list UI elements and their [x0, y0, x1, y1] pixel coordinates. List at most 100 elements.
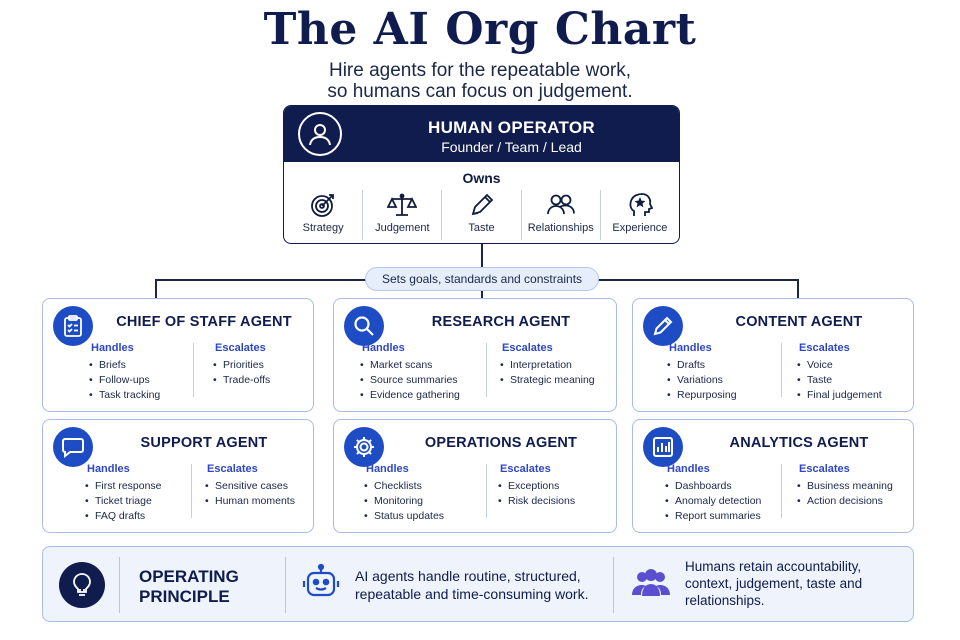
agent-name: OPERATIONS AGENT	[424, 435, 578, 451]
handles-column: Handles Market scans Source summaries Ev…	[358, 342, 460, 403]
agent-name: ANALYTICS AGENT	[729, 435, 869, 451]
list-item: Anomaly detection	[663, 494, 761, 509]
column-divider	[781, 464, 782, 518]
subtitle-line-1: Hire agents for the repeatable work,	[328, 60, 632, 81]
magnifier-icon	[344, 306, 384, 346]
owns-item-label: Taste	[468, 222, 495, 234]
owns-item-judgement: Judgement	[363, 190, 443, 240]
principle-divider	[613, 557, 614, 613]
owns-item-label: Experience	[612, 222, 668, 234]
list-item: First response	[83, 479, 162, 494]
list-item: Ticket triage	[83, 494, 162, 509]
list-item: Monitoring	[362, 494, 444, 509]
principle-title-line-1: OPERATING	[139, 567, 239, 586]
escalates-column: Escalates Voice Taste Final judgement	[795, 342, 882, 403]
handles-label: Handles	[87, 463, 130, 475]
list-item: Strategic meaning	[498, 373, 595, 388]
principle-humans-text: Humans retain accountability, context, j…	[685, 559, 863, 608]
escalates-label: Escalates	[799, 342, 850, 354]
list-item: Repurposing	[665, 388, 737, 403]
escalates-label: Escalates	[215, 342, 266, 354]
owns-list: Strategy Judgement Taste	[284, 190, 679, 240]
list-item: Source summaries	[358, 373, 460, 388]
agent-card-operations: OPERATIONS AGENT Handles Checklists Moni…	[333, 419, 617, 533]
list-item: Exceptions	[496, 479, 575, 494]
escalates-column: Escalates Sensitive cases Human moments	[203, 463, 295, 509]
robot-icon	[301, 563, 341, 608]
handles-label: Handles	[362, 342, 405, 354]
user-icon	[298, 112, 342, 156]
head-star-icon	[601, 190, 679, 220]
human-operator-card: HUMAN OPERATOR Founder / Team / Lead Own…	[283, 105, 680, 244]
list-item: Voice	[795, 358, 882, 373]
group-icon	[631, 567, 671, 604]
list-item: Follow-ups	[87, 373, 160, 388]
agent-card-chief-of-staff: CHIEF OF STAFF AGENT Handles Briefs Foll…	[42, 298, 314, 412]
owns-item-strategy: Strategy	[284, 190, 364, 240]
list-item: Drafts	[665, 358, 737, 373]
list-item: Task tracking	[87, 388, 160, 403]
list-item: FAQ drafts	[83, 509, 162, 524]
escalates-label: Escalates	[502, 342, 553, 354]
agent-name: CONTENT AGENT	[735, 314, 863, 330]
agent-card-research: RESEARCH AGENT Handles Market scans Sour…	[333, 298, 617, 412]
owns-item-label: Relationships	[527, 222, 594, 234]
owns-item-relationships: Relationships	[522, 190, 601, 240]
pencil-icon	[643, 306, 683, 346]
clipboard-icon	[53, 306, 93, 346]
list-item: Action decisions	[795, 494, 893, 509]
list-item: Variations	[665, 373, 737, 388]
subtitle-line-2: so humans can focus on judgement.	[327, 81, 633, 102]
pen-icon	[442, 190, 520, 220]
list-item: Priorities	[211, 358, 270, 373]
escalates-label: Escalates	[500, 463, 551, 475]
agent-card-content: CONTENT AGENT Handles Drafts Variations …	[632, 298, 914, 412]
principle-divider	[119, 557, 120, 613]
page-title: The AI Org Chart	[263, 4, 697, 55]
handles-column: Handles Checklists Monitoring Status upd…	[362, 463, 444, 524]
principle-title: OPERATING PRINCIPLE	[139, 567, 239, 607]
scales-icon	[363, 190, 441, 220]
connector-label: Sets goals, standards and constraints	[365, 267, 599, 291]
human-operator-title: HUMAN OPERATOR	[428, 118, 595, 137]
escalates-label: Escalates	[799, 463, 850, 475]
handles-column: Handles Drafts Variations Repurposing	[665, 342, 737, 403]
list-item: Market scans	[358, 358, 460, 373]
agent-card-analytics: ANALYTICS AGENT Handles Dashboards Anoma…	[632, 419, 914, 533]
owns-label: Owns	[462, 170, 501, 186]
gear-icon	[344, 427, 384, 467]
list-item: Taste	[795, 373, 882, 388]
human-operator-header: HUMAN OPERATOR Founder / Team / Lead	[284, 106, 679, 162]
owns-item-experience: Experience	[601, 190, 679, 240]
escalates-column: Escalates Priorities Trade-offs	[211, 342, 270, 388]
list-item: Sensitive cases	[203, 479, 295, 494]
agent-name: SUPPORT AGENT	[140, 435, 268, 451]
list-item: Trade-offs	[211, 373, 270, 388]
handles-label: Handles	[667, 463, 710, 475]
list-item: Checklists	[362, 479, 444, 494]
people-icon	[522, 190, 600, 220]
connector-right	[797, 279, 799, 299]
list-item: Report summaries	[663, 509, 761, 524]
chat-bubble-icon	[53, 427, 93, 467]
operating-principle-banner: OPERATING PRINCIPLE AI agents handle rou…	[42, 546, 914, 622]
principle-agents-text: AI agents handle routine, structured, re…	[355, 568, 589, 602]
column-divider	[781, 343, 782, 397]
escalates-column: Escalates Exceptions Risk decisions	[496, 463, 575, 509]
lightbulb-icon	[59, 562, 105, 608]
list-item: Human moments	[203, 494, 295, 509]
handles-column: Handles Dashboards Anomaly detection Rep…	[663, 463, 761, 524]
column-divider	[191, 464, 192, 518]
owns-item-taste: Taste	[442, 190, 522, 240]
handles-column: Handles Briefs Follow-ups Task tracking	[87, 342, 160, 403]
page-subtitle: Hire agents for the repeatable work, so …	[0, 60, 960, 102]
principle-title-line-2: PRINCIPLE	[139, 587, 230, 606]
list-item: Business meaning	[795, 479, 893, 494]
handles-column: Handles First response Ticket triage FAQ…	[83, 463, 162, 524]
list-item: Dashboards	[663, 479, 761, 494]
principle-divider	[285, 557, 286, 613]
column-divider	[193, 343, 194, 397]
owns-item-label: Strategy	[302, 222, 344, 234]
list-item: Briefs	[87, 358, 160, 373]
column-divider	[486, 464, 487, 518]
